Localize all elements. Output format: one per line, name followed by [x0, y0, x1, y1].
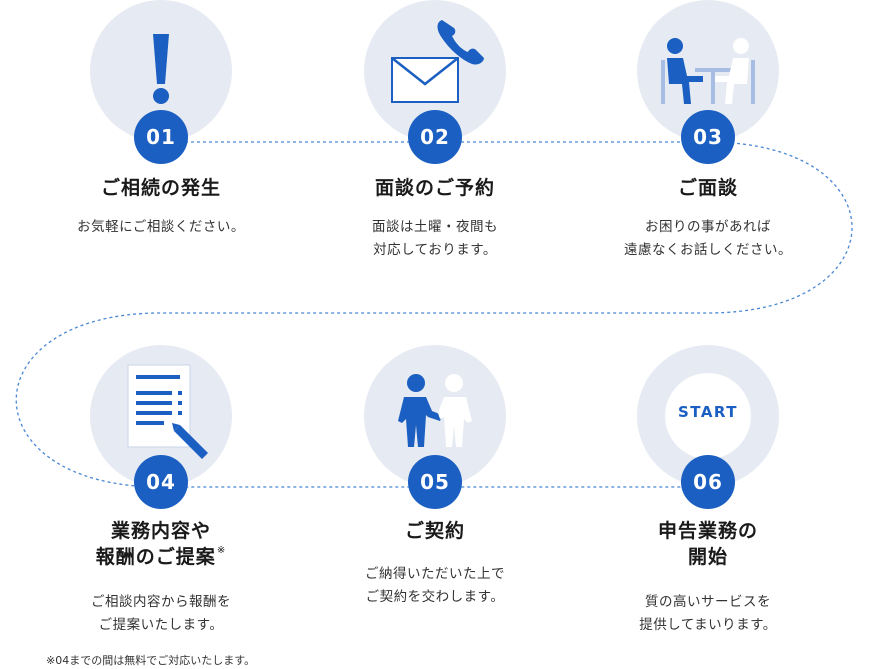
- step-01-title: ご相続の発生: [100, 177, 221, 199]
- meeting-icon: [661, 38, 755, 104]
- exclamation-icon: [153, 34, 169, 104]
- mail-phone-icon: [391, 20, 484, 103]
- step-05-title: ご契約: [404, 520, 465, 542]
- step-04-description: ご相談内容から報酬を ご提案いたします。: [91, 594, 231, 633]
- step-05-number-badge: 05: [408, 455, 462, 509]
- start-label: START: [677, 403, 739, 421]
- step-03-number-badge: 03: [681, 110, 735, 164]
- step-02-title: 面談のご予約: [374, 177, 495, 199]
- step-01-description: お気軽にご相談ください。: [77, 219, 245, 235]
- handshake-icon: [398, 374, 472, 447]
- step-02-number-badge: 02: [408, 110, 462, 164]
- step-04-title-footnote-mark: ※: [216, 545, 227, 556]
- step-01-number-badge: 01: [134, 110, 188, 164]
- step-03-description: お困りの事があれば 遠慮なくお話しください。: [624, 219, 792, 258]
- step-05-description: ご納得いただいた上で ご契約を交わします。: [365, 566, 505, 605]
- step-02-description: 面談は土曜・夜間も 対応しております。: [372, 219, 498, 258]
- step-04-title: 業務内容や 報酬のご提案※: [95, 520, 227, 568]
- step-06-description: 質の高いサービスを 提供してまいります。: [639, 594, 777, 633]
- document-pen-icon: [127, 364, 208, 459]
- step-06-title: 申告業務の 開始: [657, 520, 758, 568]
- step-03-title: ご面談: [677, 177, 738, 199]
- step-04-number-badge: 04: [134, 455, 188, 509]
- step-06-number-badge: 06: [681, 455, 735, 509]
- footnote: ※04までの間は無料でご対応いたします。: [46, 654, 256, 667]
